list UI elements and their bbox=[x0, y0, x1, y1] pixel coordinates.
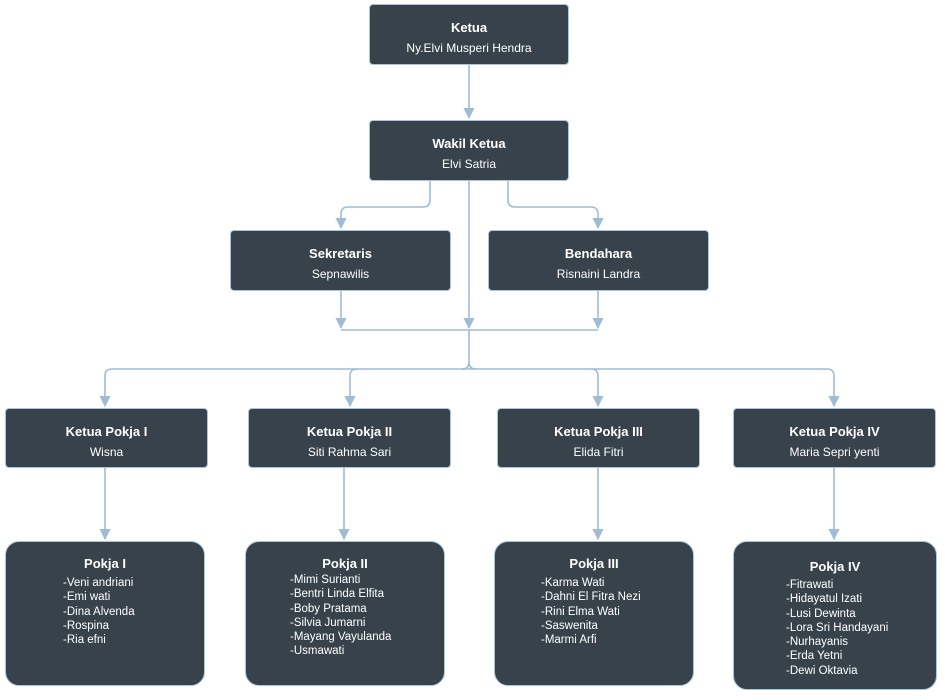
list-item: -Mayang Vayulanda bbox=[290, 631, 392, 644]
list-item: -Boby Pratama bbox=[290, 602, 367, 615]
wakil-ketua-box: Wakil Ketua Elvi Satria bbox=[369, 120, 569, 181]
ketua-pokja-4-box: Ketua Pokja IV Maria Sepri yenti bbox=[733, 408, 936, 468]
ketua-name: Ny.Elvi Musperi Hendra bbox=[406, 41, 532, 55]
list-item: -Rospina bbox=[63, 619, 110, 632]
connector-stem bbox=[461, 330, 470, 370]
pokja-4-member-list: -Fitrawati -Hidayatul Izati -Lusi Dewint… bbox=[786, 578, 936, 678]
pokja-3-title: Pokja III bbox=[569, 556, 619, 571]
pokja-2-title: Pokja II bbox=[322, 556, 368, 571]
bendahara-title: Bendahara bbox=[564, 246, 633, 261]
list-item: -Erda Yetni bbox=[786, 650, 843, 663]
list-item: -Nurhayanis bbox=[786, 636, 848, 649]
ketua-box: Ketua Ny.Elvi Musperi Hendra bbox=[369, 4, 569, 65]
pokja-4-box: Pokja IV -Fitrawati -Hidayatul Izati -Lu… bbox=[733, 541, 937, 690]
sekretaris-name: Sepnawilis bbox=[311, 267, 370, 281]
sekretaris-box: Sekretaris Sepnawilis bbox=[230, 230, 451, 291]
ketua-pokja-1-name: Wisna bbox=[89, 445, 124, 459]
list-item: -Saswenita bbox=[541, 619, 598, 632]
connector-wakil-sekretaris bbox=[335, 181, 431, 230]
pokja-2-box: Pokja II -Mimi Surianti -Bentri Linda El… bbox=[245, 541, 445, 686]
list-item: -Hidayatul Izati bbox=[786, 593, 863, 606]
sekretaris-title: Sekretaris bbox=[309, 246, 372, 261]
list-item: -Dewi Oktavia bbox=[786, 664, 858, 677]
list-item: -Emi wati bbox=[63, 591, 111, 604]
ketua-pokja-2-title: Ketua Pokja II bbox=[306, 424, 393, 439]
list-item: -Mimi Surianti bbox=[290, 574, 361, 586]
list-item: -Ria efni bbox=[63, 634, 106, 647]
pokja-3-member-list: -Karma Wati -Dahni El Fitra Nezi -Rini E… bbox=[541, 576, 693, 647]
ketua-pokja-2-name: Siti Rahma Sari bbox=[307, 445, 392, 459]
list-item: -Veni andriani bbox=[63, 577, 134, 589]
ketua-pokja-1-title: Ketua Pokja I bbox=[65, 424, 148, 439]
pokja-2-member-list: -Mimi Surianti -Bentri Linda Elfita -Bob… bbox=[290, 573, 444, 659]
bendahara-box: Bendahara Risnaini Landra bbox=[488, 230, 709, 291]
list-item: -Usmawati bbox=[290, 645, 345, 658]
ketua-pokja-4-title: Ketua Pokja IV bbox=[789, 424, 880, 439]
ketua-pokja-3-box: Ketua Pokja III Elida Fitri bbox=[497, 408, 700, 468]
list-item: -Dina Alvenda bbox=[63, 605, 135, 618]
wakil-ketua-name: Elvi Satria bbox=[441, 157, 497, 171]
pokja-1-member-list: -Veni andriani -Emi wati -Dina Alvenda -… bbox=[63, 576, 204, 647]
ketua-pokja-2-box: Ketua Pokja II Siti Rahma Sari bbox=[248, 408, 451, 468]
bendahara-name: Risnaini Landra bbox=[556, 267, 641, 281]
ketua-pokja-1-box: Ketua Pokja I Wisna bbox=[5, 408, 208, 468]
list-item: -Lusi Dewinta bbox=[786, 607, 856, 620]
pokja-4-title: Pokja IV bbox=[809, 559, 861, 574]
ketua-title: Ketua bbox=[450, 20, 488, 35]
ketua-pokja-4-name: Maria Sepri yenti bbox=[789, 445, 880, 459]
pokja-1-title: Pokja I bbox=[84, 556, 126, 571]
ketua-pokja-3-title: Ketua Pokja III bbox=[554, 424, 643, 439]
list-item: -Rini Elma Wati bbox=[541, 605, 620, 618]
pokja-1-box: Pokja I -Veni andriani -Emi wati -Dina A… bbox=[5, 541, 205, 686]
list-item: -Marmi Arfi bbox=[541, 634, 597, 647]
list-item: -Bentri Linda Elfita bbox=[290, 588, 384, 601]
list-item: -Fitrawati bbox=[786, 579, 834, 591]
list-item: -Lora Sri Handayani bbox=[786, 621, 889, 634]
list-item: -Silvia Jumarni bbox=[290, 616, 366, 629]
connector-wakil-bendahara bbox=[507, 181, 604, 230]
ketua-pokja-3-name: Elida Fitri bbox=[573, 445, 624, 459]
pokja-3-box: Pokja III -Karma Wati -Dahni El Fitra Ne… bbox=[494, 541, 694, 686]
wakil-ketua-title: Wakil Ketua bbox=[432, 136, 506, 151]
list-item: -Dahni El Fitra Nezi bbox=[541, 591, 641, 604]
list-item: -Karma Wati bbox=[541, 577, 605, 589]
